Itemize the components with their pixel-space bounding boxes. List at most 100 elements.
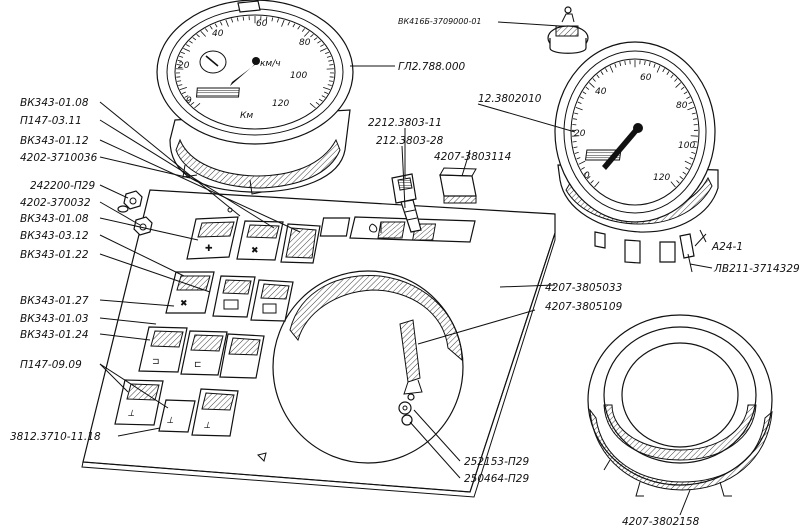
dial-tick [317,40,321,44]
dial-tick [674,78,678,82]
svg-text:⟂: ⟂ [128,409,135,419]
dial-tick [588,82,595,88]
label-a24: А24-1 [711,241,743,253]
label-p147-0311: П147-03.11 [20,115,82,127]
dial-tick [271,17,274,22]
dial-tick [209,25,213,30]
dial-tick [614,63,617,68]
dial-tick [287,21,290,26]
switch-r4c3[interactable]: ⟂ [191,388,239,437]
dial-tick [609,65,614,73]
dial-tick [318,98,323,102]
speedo-tick-40: 40 [212,29,224,39]
tacho-tick-100: 100 [678,141,695,151]
gauge-opening [272,270,464,464]
tachometer: 0 20 40 60 80 100 120 [554,41,719,273]
leader-lines [99,21,713,516]
dial-tick [670,74,674,79]
label-4207-3802158: 4207-3802158 [622,516,700,528]
speedo-tick-100: 100 [290,71,307,81]
labels: ВК416Б-3709000-01 ГЛ2.788.000 ВК343-01.0… [10,17,800,528]
dial-tick [653,63,656,68]
switch-r3c1[interactable]: ⊐ [138,326,188,373]
dial-tick [689,157,694,160]
dial-tick [303,30,310,37]
label-vk343-0122: ВК343-01.22 [20,249,89,261]
dial-tick [178,84,183,86]
dial-tick [624,60,626,65]
dial-tick [666,71,670,75]
tacho-tick-40: 40 [595,87,607,97]
dial-tick [691,112,696,115]
bracket [399,319,423,401]
tacho-tick-20: 20 [574,129,586,139]
dial-tick [179,86,187,90]
dial-tick [177,80,182,82]
switch-grid: ✚ ✖ ✖ ⊐ [114,216,321,437]
dial-tick [328,59,333,62]
dial-tick [196,33,200,38]
washer-nut [398,401,413,426]
dial-tick [325,51,330,55]
speedo-tick-0: 0 [186,96,192,106]
dial-tick [687,106,695,111]
dial-tick [619,62,622,67]
dial-tick [662,68,665,73]
ignition-switch-key[interactable] [391,173,422,233]
dial-tick [693,141,698,143]
dial-tick [691,151,696,154]
dial-tick [192,37,197,41]
dial-tick [582,91,587,95]
dial-tick [688,101,693,104]
label-p147-0909: П147-09.09 [20,359,82,371]
dial-tick [573,118,578,120]
dial-tick [231,18,234,23]
dial-tick [315,101,320,105]
switch-r1c2[interactable]: ✖ [236,220,284,261]
switch-r3c2[interactable]: ⊏ [180,330,228,376]
dial-tick [679,176,684,180]
dial-tick [204,28,209,32]
switch-r3c3[interactable] [219,333,265,379]
dial-tick [220,21,223,26]
dial-tick [579,96,584,100]
switch-r4c2-lamp[interactable]: ⟂ [158,399,196,433]
dial-tick [310,33,314,38]
label-3812: 3812.3710-11.18 [10,431,101,443]
label-2212: 2212.3803-11 [368,117,442,129]
label-vk343-0112: ВК343-01.12 [20,135,89,147]
small-switch-vk416 [547,6,589,54]
dial-tick [605,68,608,73]
dial-tick [683,91,688,95]
label-212: 212.3803-28 [376,135,444,147]
label-vk343-0124: ВК343-01.24 [20,329,89,341]
dial-tick [576,157,581,160]
dial-tick [184,95,189,98]
switch-r2c1[interactable]: ✖ [165,271,215,314]
dial-tick [644,60,646,65]
switch-r1c3[interactable] [280,223,321,264]
dial-tick [676,180,680,184]
dial-tick [329,64,334,66]
switch-r2c3[interactable] [250,279,294,322]
dial-tick [684,160,692,165]
speedo-tick-20: 20 [178,61,190,71]
dial-tick [281,19,285,27]
switch-r2c2[interactable] [212,275,256,318]
label-vk416: ВК416Б-3709000-01 [398,17,482,26]
label-4202-370032: 4202-370032 [20,197,91,209]
speedo-tick-60: 60 [256,19,268,29]
switch-r1c1[interactable]: ✚ [186,216,239,260]
dial-tick [324,91,329,94]
dial-tick [320,44,325,47]
label-vk343-0103: ВК343-01.03 [20,313,89,325]
hazard-button[interactable] [439,167,477,204]
dial-tick [313,37,318,41]
dial-tick [309,103,316,109]
dial-tick [180,51,185,55]
speedo-unit: км/ч [260,59,281,69]
svg-text:⟂: ⟂ [167,416,174,426]
svg-text:✚: ✚ [205,244,213,254]
label-4207-3805033: 4207-3805033 [545,282,622,294]
bezel-ring [587,314,773,497]
